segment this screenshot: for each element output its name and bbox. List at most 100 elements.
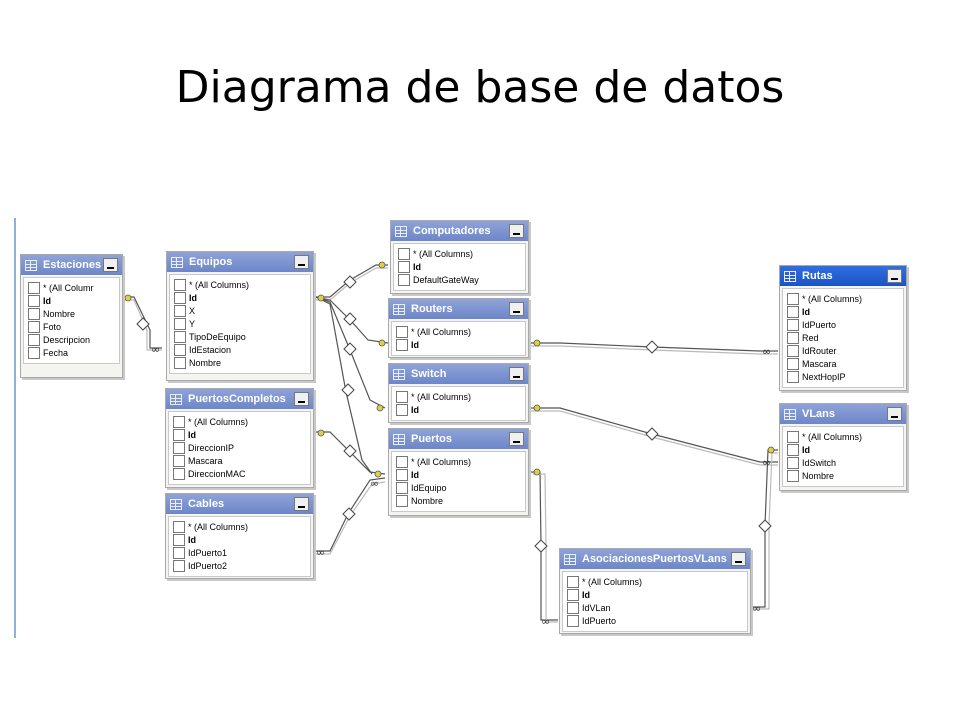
- column-row[interactable]: * (All Columns): [787, 292, 899, 305]
- column-checkbox[interactable]: [396, 481, 408, 494]
- column-checkbox[interactable]: [173, 454, 185, 467]
- column-checkbox[interactable]: [396, 325, 408, 338]
- column-row[interactable]: * (All Columr: [28, 281, 115, 294]
- minimize-icon[interactable]: [509, 302, 524, 316]
- column-row[interactable]: Id: [396, 338, 521, 351]
- column-checkbox[interactable]: [787, 430, 799, 443]
- column-row[interactable]: Id: [174, 291, 306, 304]
- column-row[interactable]: IdPuerto2: [173, 559, 306, 572]
- column-row[interactable]: X: [174, 304, 306, 317]
- minimize-icon[interactable]: [509, 224, 524, 238]
- minimize-icon[interactable]: [294, 497, 309, 511]
- table-title-bar[interactable]: VLans: [780, 404, 906, 424]
- column-checkbox[interactable]: [787, 456, 799, 469]
- column-row[interactable]: NextHopIP: [787, 370, 899, 383]
- column-checkbox[interactable]: [787, 469, 799, 482]
- column-row[interactable]: * (All Columns): [396, 455, 521, 468]
- column-checkbox[interactable]: [398, 260, 410, 273]
- table-title-bar[interactable]: PuertosCompletos: [166, 389, 313, 409]
- column-checkbox[interactable]: [787, 370, 799, 383]
- column-row[interactable]: IdRouter: [787, 344, 899, 357]
- column-checkbox[interactable]: [28, 281, 40, 294]
- column-row[interactable]: Id: [173, 533, 306, 546]
- minimize-icon[interactable]: [509, 432, 524, 446]
- column-checkbox[interactable]: [173, 467, 185, 480]
- column-checkbox[interactable]: [567, 575, 579, 588]
- column-row[interactable]: Y: [174, 317, 306, 330]
- column-checkbox[interactable]: [173, 415, 185, 428]
- column-row[interactable]: * (All Columns): [173, 415, 306, 428]
- column-row[interactable]: * (All Columns): [174, 278, 306, 291]
- column-row[interactable]: IdVLan: [567, 601, 743, 614]
- column-row[interactable]: DireccionMAC: [173, 467, 306, 480]
- column-checkbox[interactable]: [28, 333, 40, 346]
- column-checkbox[interactable]: [174, 304, 186, 317]
- table-title-bar[interactable]: Equipos: [167, 252, 313, 272]
- column-checkbox[interactable]: [28, 294, 40, 307]
- column-checkbox[interactable]: [398, 273, 410, 286]
- table-title-bar[interactable]: Puertos: [389, 429, 528, 449]
- column-row[interactable]: IdPuerto1: [173, 546, 306, 559]
- column-checkbox[interactable]: [173, 520, 185, 533]
- column-checkbox[interactable]: [787, 318, 799, 331]
- column-checkbox[interactable]: [567, 601, 579, 614]
- column-row[interactable]: Descripcion: [28, 333, 115, 346]
- column-row[interactable]: * (All Columns): [567, 575, 743, 588]
- column-checkbox[interactable]: [787, 305, 799, 318]
- column-row[interactable]: IdSwitch: [787, 456, 899, 469]
- column-checkbox[interactable]: [396, 403, 408, 416]
- column-checkbox[interactable]: [173, 533, 185, 546]
- column-checkbox[interactable]: [173, 441, 185, 454]
- column-row[interactable]: DefaultGateWay: [398, 273, 521, 286]
- column-row[interactable]: Red: [787, 331, 899, 344]
- minimize-icon[interactable]: [731, 552, 746, 566]
- column-row[interactable]: IdPuerto: [787, 318, 899, 331]
- column-checkbox[interactable]: [173, 428, 185, 441]
- table-title-bar[interactable]: Computadores: [391, 221, 528, 241]
- column-row[interactable]: * (All Columns): [396, 390, 521, 403]
- minimize-icon[interactable]: [103, 258, 118, 272]
- table-title-bar[interactable]: Estaciones: [21, 255, 122, 275]
- column-row[interactable]: * (All Columns): [396, 325, 521, 338]
- column-checkbox[interactable]: [174, 291, 186, 304]
- column-row[interactable]: Id: [28, 294, 115, 307]
- column-checkbox[interactable]: [173, 546, 185, 559]
- column-checkbox[interactable]: [567, 614, 579, 627]
- column-row[interactable]: IdPuerto: [567, 614, 743, 627]
- column-row[interactable]: Mascara: [173, 454, 306, 467]
- column-row[interactable]: IdEquipo: [396, 481, 521, 494]
- column-checkbox[interactable]: [174, 343, 186, 356]
- minimize-icon[interactable]: [294, 392, 309, 406]
- column-row[interactable]: Id: [567, 588, 743, 601]
- column-checkbox[interactable]: [28, 307, 40, 320]
- column-checkbox[interactable]: [787, 443, 799, 456]
- column-row[interactable]: * (All Columns): [398, 247, 521, 260]
- column-row[interactable]: Id: [173, 428, 306, 441]
- column-checkbox[interactable]: [787, 357, 799, 370]
- column-checkbox[interactable]: [787, 331, 799, 344]
- minimize-icon[interactable]: [887, 407, 902, 421]
- column-checkbox[interactable]: [396, 455, 408, 468]
- table-switch[interactable]: Switch* (All Columns)Id: [388, 363, 529, 423]
- column-checkbox[interactable]: [173, 559, 185, 572]
- column-row[interactable]: Id: [396, 468, 521, 481]
- table-title-bar[interactable]: Routers: [389, 299, 528, 319]
- column-checkbox[interactable]: [174, 278, 186, 291]
- column-row[interactable]: Id: [396, 403, 521, 416]
- table-routers[interactable]: Routers * (All Columns)Id: [388, 298, 529, 358]
- table-title-bar[interactable]: AsociacionesPuertosVLans: [560, 549, 750, 569]
- column-checkbox[interactable]: [174, 356, 186, 369]
- column-checkbox[interactable]: [396, 338, 408, 351]
- column-checkbox[interactable]: [174, 330, 186, 343]
- table-title-bar[interactable]: Rutas: [780, 266, 906, 286]
- column-checkbox[interactable]: [398, 247, 410, 260]
- column-row[interactable]: Nombre: [787, 469, 899, 482]
- column-checkbox[interactable]: [174, 317, 186, 330]
- column-row[interactable]: Nombre: [396, 494, 521, 507]
